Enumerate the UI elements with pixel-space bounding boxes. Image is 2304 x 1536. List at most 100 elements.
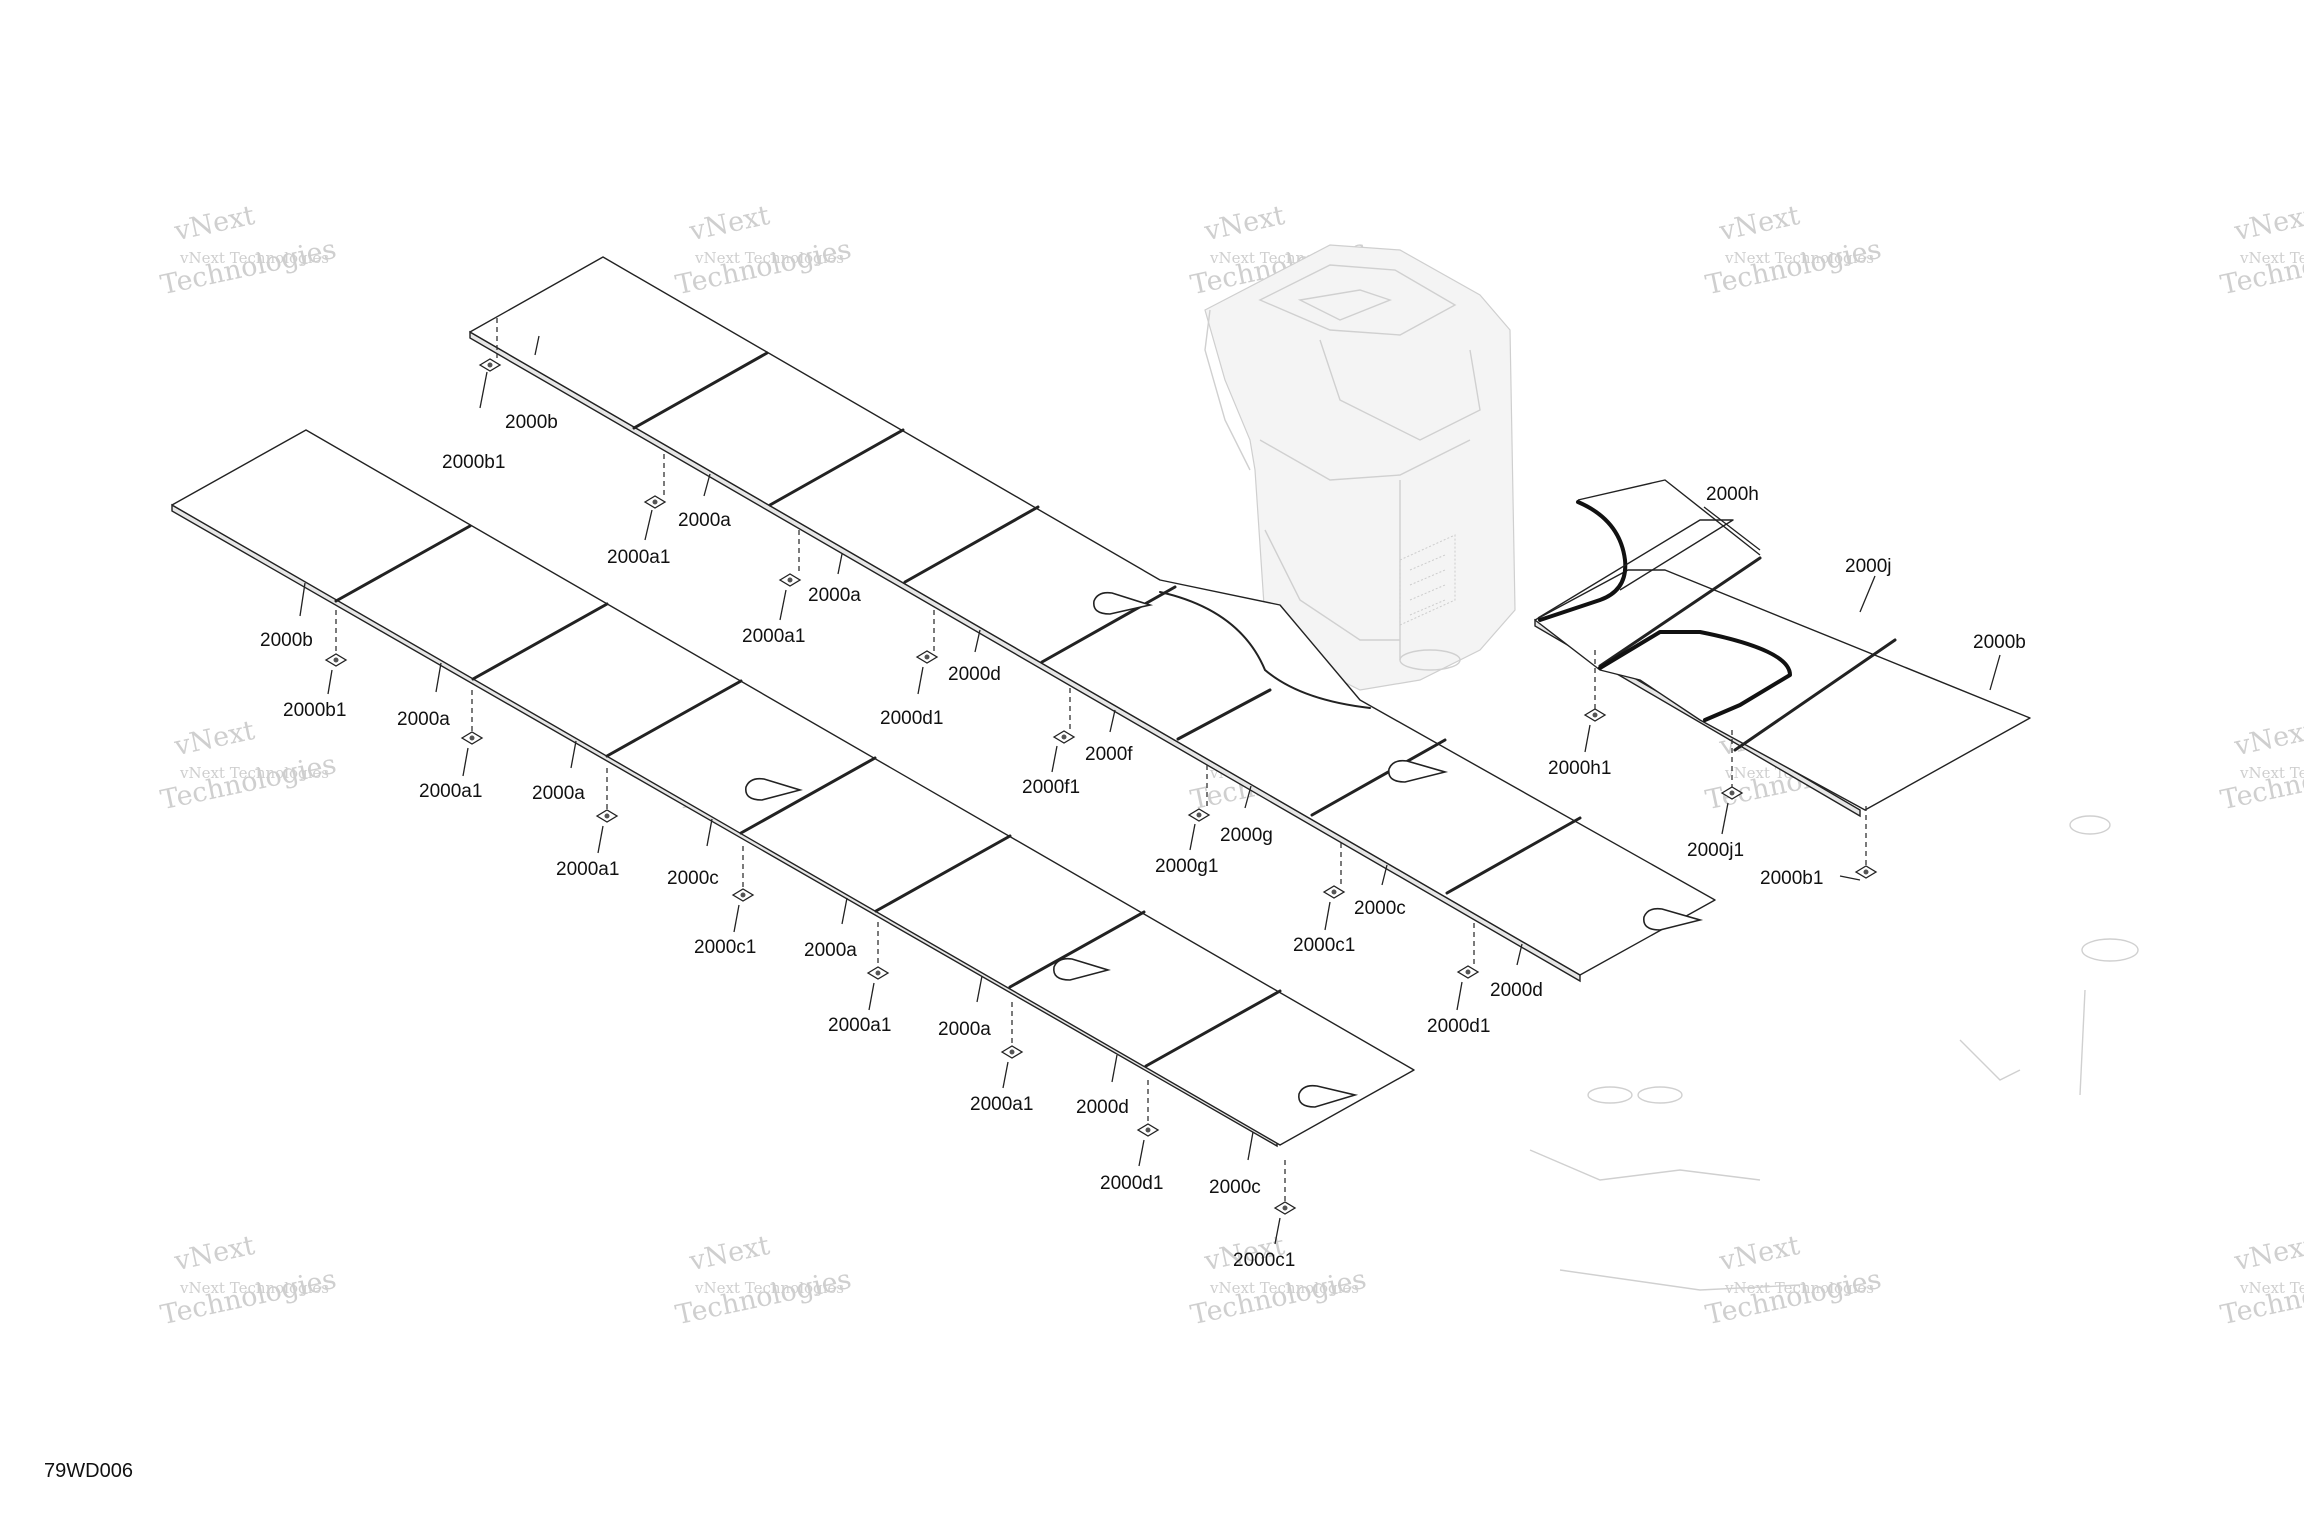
- callout-label: 2000d1: [1427, 1016, 1490, 1037]
- watermark: vNext Technologies vNext Technologies: [2218, 200, 2304, 301]
- callouts-left-row: 2000b 2000b1 2000a 2000a1 2000a 2000a1 2…: [260, 630, 1295, 1271]
- svg-text:vNext Technologies: vNext Technologies: [2239, 1279, 2304, 1297]
- top-mat-surface: [469, 256, 1716, 976]
- clip: [1322, 885, 1346, 899]
- watermark: vNext Technologies vNext Technologies: [158, 200, 339, 301]
- callout-label: 2000c1: [1233, 1250, 1295, 1271]
- svg-text:vNext Technologies: vNext Technologies: [1724, 249, 1874, 267]
- callout-label: 2000j1: [1687, 840, 1744, 861]
- callout-label: 2000d: [1076, 1097, 1129, 1118]
- watermark: vNext Technologies vNext Technologies: [1188, 1230, 1369, 1331]
- clip: [1273, 1201, 1297, 1215]
- callout-label: 2000a: [678, 510, 731, 531]
- clip: [643, 495, 667, 509]
- callout-label: 2000h: [1706, 484, 1759, 505]
- svg-text:vNext Technologies: vNext Technologies: [179, 249, 329, 267]
- clip: [866, 966, 890, 980]
- callout-label: 2000h1: [1548, 758, 1611, 779]
- svg-text:vNext: vNext: [171, 1230, 258, 1277]
- clip: [324, 653, 348, 667]
- callout-label: 2000j: [1845, 556, 1892, 577]
- svg-text:vNext Technologies: vNext Technologies: [1724, 1279, 1874, 1297]
- callout-label: 2000d1: [1100, 1173, 1163, 1194]
- clip: [1456, 965, 1480, 979]
- callout-label: 2000c: [1354, 898, 1406, 919]
- callouts-top-row: 2000b 2000b1 2000a 2000a1 2000a 2000a1 2…: [442, 412, 1543, 1037]
- callout-label: 2000a: [938, 1019, 991, 1040]
- svg-text:vNext: vNext: [171, 200, 258, 247]
- top-mat-row: [469, 256, 1716, 983]
- callout-label: 2000g: [1220, 825, 1273, 846]
- drop-lines: [335, 318, 1867, 1202]
- callout-label: 2000c1: [694, 937, 756, 958]
- svg-text:vNext: vNext: [1201, 200, 1288, 247]
- callout-label: 2000d: [948, 664, 1001, 685]
- clip: [460, 731, 484, 745]
- right-mat-surface: [1534, 569, 2031, 811]
- watermark: vNext Technologies vNext Technologies: [2218, 715, 2304, 816]
- svg-text:vNext: vNext: [1716, 200, 1803, 247]
- svg-text:vNext Technologies: vNext Technologies: [2239, 249, 2304, 267]
- svg-text:vNext Technologies: vNext Technologies: [179, 764, 329, 782]
- svg-text:vNext: vNext: [686, 200, 773, 247]
- svg-text:vNext: vNext: [171, 715, 258, 762]
- clip: [1000, 1045, 1024, 1059]
- clip: [1720, 786, 1744, 800]
- svg-text:vNext Technologies: vNext Technologies: [2239, 764, 2304, 782]
- diagram-reference-code: 79WD006: [44, 1460, 133, 1482]
- svg-text:vNext Technologies: vNext Technologies: [694, 1279, 844, 1297]
- svg-text:Technologies: Technologies: [2218, 234, 2304, 301]
- clip: [1583, 708, 1607, 722]
- callout-label: 2000d: [1490, 980, 1543, 1001]
- ghost-console: [1204, 244, 2139, 1291]
- watermark: vNext Technologies vNext Technologies: [1703, 1230, 1884, 1331]
- callout-label: 2000b: [505, 412, 558, 433]
- watermark: vNext Technologies vNext Technologies: [158, 1230, 339, 1331]
- callout-label: 2000b1: [442, 452, 505, 473]
- callout-label: 2000b: [260, 630, 313, 651]
- callout-label: 2000c: [667, 868, 719, 889]
- clip: [478, 358, 502, 372]
- clip: [595, 809, 619, 823]
- callout-label: 2000a1: [742, 626, 805, 647]
- watermark: vNext Technologies vNext Technologies: [673, 1230, 854, 1331]
- callout-label: 2000a: [532, 783, 585, 804]
- watermark: vNext Technologies vNext Technologies: [2218, 1230, 2304, 1331]
- clip: [1052, 730, 1076, 744]
- callout-label: 2000b1: [1760, 868, 1823, 889]
- svg-text:vNext Technologies: vNext Technologies: [694, 249, 844, 267]
- clip: [915, 650, 939, 664]
- right-mat-group: [1534, 479, 2031, 818]
- left-mat-row: [171, 429, 1415, 1148]
- svg-text:vNext: vNext: [1716, 1230, 1803, 1277]
- callout-label: 2000c: [1209, 1177, 1261, 1198]
- callout-label: 2000d1: [880, 708, 943, 729]
- svg-text:vNext Technologies: vNext Technologies: [1209, 1279, 1359, 1297]
- svg-text:Technologies: Technologies: [2218, 749, 2304, 816]
- clip: [1854, 865, 1878, 879]
- svg-text:vNext: vNext: [2231, 200, 2304, 247]
- svg-text:vNext Technologies: vNext Technologies: [179, 1279, 329, 1297]
- callout-label: 2000b1: [283, 700, 346, 721]
- callout-label: 2000a1: [970, 1094, 1033, 1115]
- clip: [731, 888, 755, 902]
- callout-label: 2000a1: [419, 781, 482, 802]
- clip: [1187, 808, 1211, 822]
- clip: [1136, 1123, 1160, 1137]
- callout-label: 2000c1: [1293, 935, 1355, 956]
- watermark: vNext Technologies vNext Technologies: [1703, 200, 1884, 301]
- callout-label: 2000a: [397, 709, 450, 730]
- svg-text:vNext: vNext: [2231, 1230, 2304, 1277]
- callout-label: 2000a: [804, 940, 857, 961]
- clip: [778, 573, 802, 587]
- svg-text:vNext: vNext: [2231, 715, 2304, 762]
- clips: [324, 358, 1878, 1215]
- callout-label: 2000g1: [1155, 856, 1218, 877]
- callout-label: 2000f: [1085, 744, 1133, 765]
- callout-label: 2000f1: [1022, 777, 1080, 798]
- callout-label: 2000b: [1973, 632, 2026, 653]
- callout-label: 2000a1: [607, 547, 670, 568]
- callout-label: 2000a1: [828, 1015, 891, 1036]
- callout-label: 2000a: [808, 585, 861, 606]
